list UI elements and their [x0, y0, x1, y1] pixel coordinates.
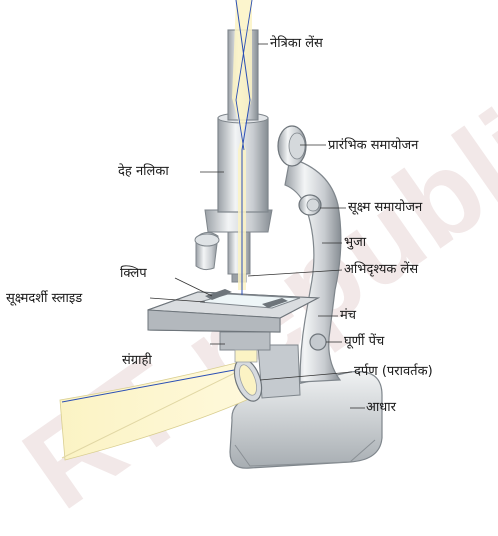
- label-coarse-adjustment: प्रारंभिक समायोजन: [328, 138, 418, 153]
- label-condenser: संग्राही: [122, 353, 152, 368]
- label-eyepiece: नेत्रिका लेंस: [270, 36, 323, 51]
- label-pivot-screw: घूर्णी पेंच: [344, 334, 384, 349]
- label-stage: मंच: [340, 308, 356, 323]
- label-objective-lens: अभिदृश्यक लेंस: [344, 262, 418, 277]
- label-mirror: दर्पण (परावर्तक): [354, 364, 433, 379]
- label-clip: क्लिप: [120, 266, 147, 281]
- pivot-screw: [310, 334, 326, 350]
- microscope-illustration: [0, 0, 498, 484]
- label-arm: भुजा: [344, 235, 366, 250]
- condenser: [220, 332, 270, 350]
- mirror-holder: [258, 345, 300, 398]
- label-body-tube: देह नलिका: [118, 164, 169, 179]
- label-slide: सूक्ष्मदर्शी स्लाइड: [6, 291, 82, 306]
- microscope-diagram: RT republished: [0, 0, 498, 484]
- label-base: आधार: [366, 400, 396, 415]
- label-fine-adjustment: सूक्ष्म समायोजन: [348, 200, 422, 215]
